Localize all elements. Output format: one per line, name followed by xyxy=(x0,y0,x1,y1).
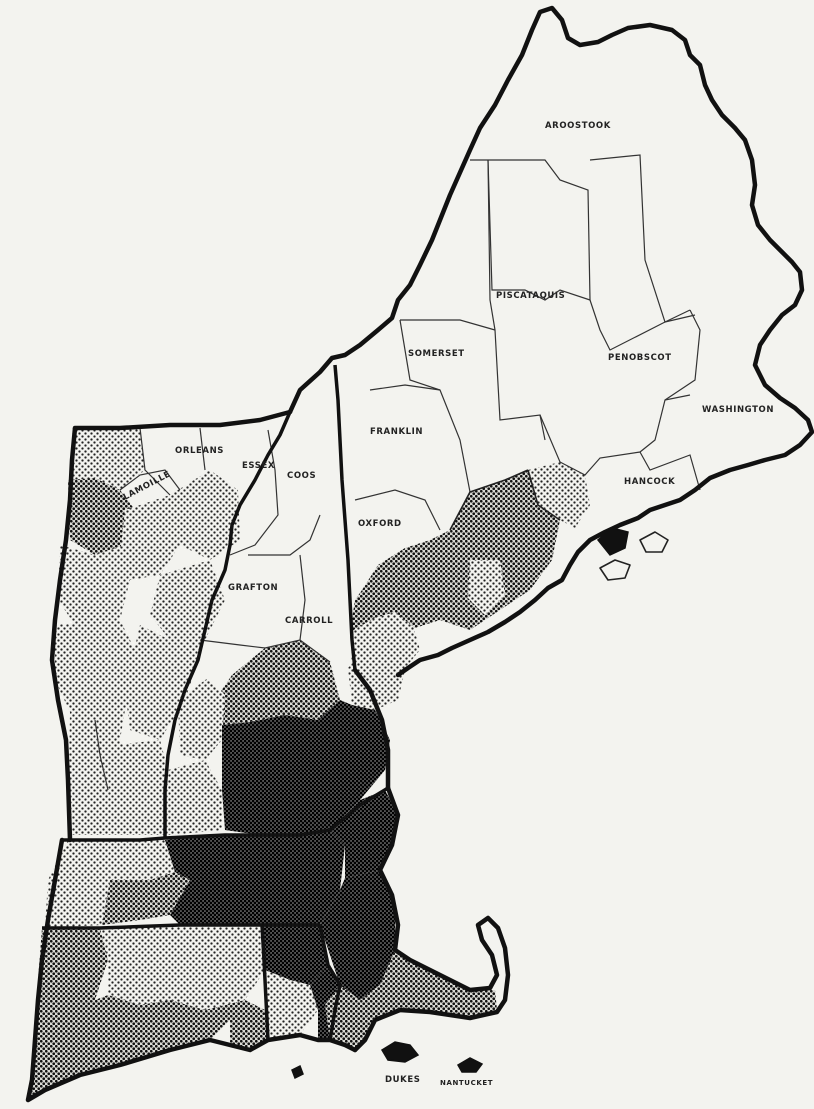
label-grafton: GRAFTON xyxy=(228,583,278,593)
ct-fairfield-newhaven xyxy=(28,980,230,1100)
label-oxford: OXFORD xyxy=(358,519,402,529)
island-outline-1 xyxy=(599,559,631,581)
label-nantucket: NANTUCKET xyxy=(440,1079,493,1087)
county-boundaries xyxy=(94,154,701,791)
state-boundaries xyxy=(25,5,814,1103)
maine-sagadahoc-county xyxy=(468,560,505,615)
vt-franklin-county xyxy=(72,428,145,490)
ma-norfolk-plymouth xyxy=(320,870,395,1000)
vt-bennington-county xyxy=(68,710,125,835)
island-block-island xyxy=(291,1064,304,1080)
label-carroll: CARROLL xyxy=(285,616,333,626)
state-maine xyxy=(350,462,590,675)
vt-windham-county xyxy=(110,740,170,835)
label-penobscot: PENOBSCOT xyxy=(608,353,672,363)
vt-rutland-county xyxy=(55,620,140,712)
ri-providence-county xyxy=(262,925,328,985)
ri-kent-washington xyxy=(265,970,318,1038)
state-rhode-island xyxy=(262,925,340,1040)
nh-belknap-county xyxy=(215,640,340,725)
nh-merrimack-hillsborough xyxy=(222,700,390,835)
ct-tolland-windham xyxy=(170,925,265,1010)
maine-cumberland-county xyxy=(350,530,458,632)
label-franklin: FRANKLIN xyxy=(370,427,423,437)
label-coos: COOS xyxy=(287,471,316,481)
ct-hartford-county xyxy=(100,925,190,1005)
nh-strafford-county xyxy=(348,640,405,710)
nh-cheshire-county xyxy=(168,760,222,835)
ma-berkshire-county xyxy=(45,840,110,928)
vt-addison-county xyxy=(58,545,130,625)
vt-caledonia-county xyxy=(170,470,240,560)
label-dukes: DUKES xyxy=(385,1075,420,1085)
island-nantucket xyxy=(456,1057,484,1073)
ma-franklin-county xyxy=(108,840,175,880)
label-piscataquis: PISCATAQUIS xyxy=(496,291,565,301)
ct-new-london xyxy=(205,1000,268,1050)
label-somerset: SOMERSET xyxy=(408,349,465,359)
vt-grand-isle-chittenden xyxy=(68,478,135,555)
label-washington: WASHINGTON xyxy=(702,405,774,415)
nh-sullivan-county xyxy=(178,678,225,760)
island-outline-2 xyxy=(639,531,669,553)
label-orleans: ORLEANS xyxy=(175,446,224,456)
vt-windsor-county xyxy=(125,625,205,740)
ct-litchfield-county xyxy=(38,928,108,1005)
label-essex: ESSEX xyxy=(242,461,275,471)
island-mount-desert xyxy=(596,527,629,556)
label-aroostook: AROOSTOOK xyxy=(545,121,611,131)
ma-hampshire-county xyxy=(102,872,190,925)
ri-newport-bristol xyxy=(310,965,340,1040)
vt-washington-county xyxy=(120,495,180,580)
ma-middlesex-essex xyxy=(330,790,398,878)
ma-worcester-county xyxy=(165,830,345,925)
state-connecticut xyxy=(28,925,268,1100)
maine-waldo-county xyxy=(528,462,590,528)
state-new-hampshire xyxy=(168,640,405,835)
island-marthas-vineyard xyxy=(380,1041,420,1063)
islands xyxy=(291,527,669,1080)
state-vermont xyxy=(55,428,240,835)
label-hancock: HANCOCK xyxy=(624,477,675,487)
